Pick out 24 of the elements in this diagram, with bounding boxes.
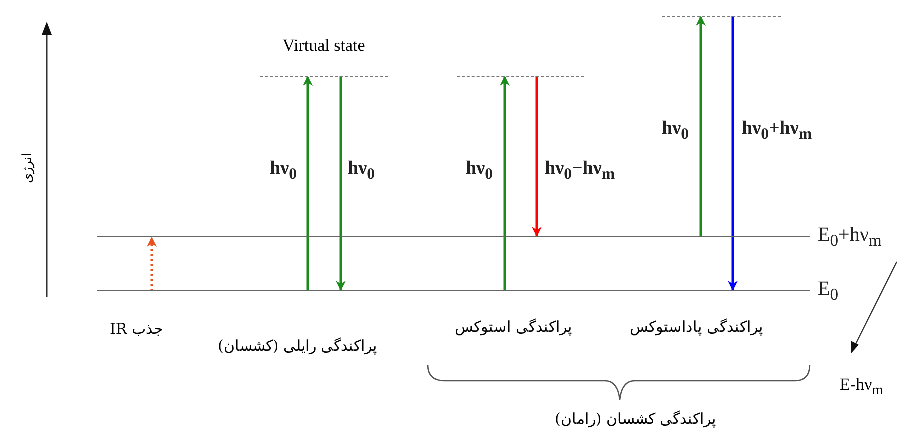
state-label: Virtual state xyxy=(282,36,366,56)
axis-label: انرژی xyxy=(20,152,36,184)
arrow xyxy=(500,76,510,291)
level-label: E$_{0}$ xyxy=(818,278,839,305)
arrow xyxy=(696,16,706,237)
caption-text: پراکندگی پاداستوکس xyxy=(630,318,763,336)
level-label: E$_{0}$+hν$_{m}$ xyxy=(818,224,882,251)
edge-label: hν$_{0}$+hν$_{m}$ xyxy=(742,118,812,144)
arrow xyxy=(147,237,157,291)
caption-text: E-hν$_{m}$ xyxy=(840,375,884,400)
caption-text: پراکندگی کشسان (رامان) xyxy=(555,410,716,428)
edge-label: hν$_{0}$ xyxy=(270,158,297,184)
caption-text: پراکندگی استوکس xyxy=(455,318,572,336)
caption-text: پراکندگی رایلی (کشسان) xyxy=(218,337,378,355)
arrow xyxy=(532,76,542,237)
arrow xyxy=(303,76,313,291)
arrow xyxy=(336,76,346,291)
edge-label: hν$_{0}$−hν$_{m}$ xyxy=(545,158,616,184)
edge-label: hν$_{0}$ xyxy=(662,118,689,144)
arrow xyxy=(728,16,738,291)
edge-label: hν$_{0}$ xyxy=(348,158,375,184)
virtual-state-line xyxy=(260,36,388,77)
caption-text: جذب IR xyxy=(110,320,164,338)
edge-label: hν$_{0}$ xyxy=(466,158,493,184)
